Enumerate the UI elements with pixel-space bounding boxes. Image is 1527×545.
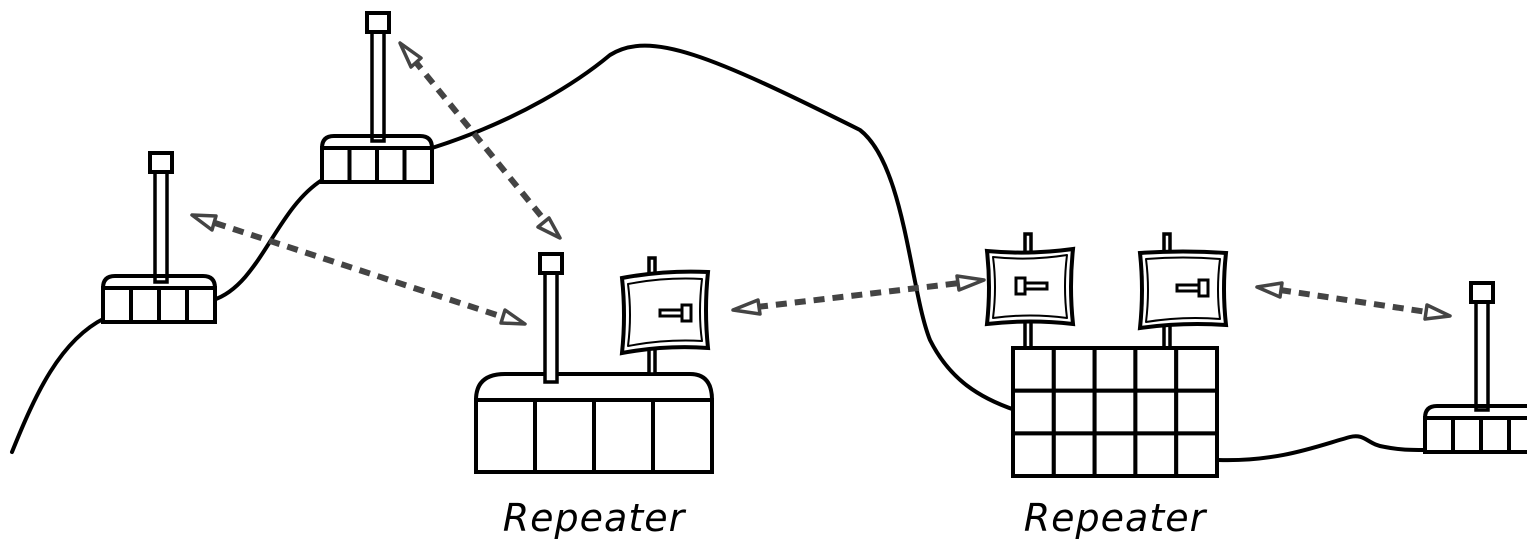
wireless-link-repeater1-repeater2 [731,274,986,316]
wireless-link-repeater2-node4 [1255,281,1452,321]
repeater-grid [1011,346,1219,478]
repeater-label-1: Repeater [502,496,686,540]
panel-antenna-icon [984,246,1076,327]
station-node-1 [101,151,217,324]
panel-antenna-icon [1137,249,1229,331]
terrain-line [10,43,1427,463]
station-node-4 [1423,281,1527,454]
wireless-link-node1-repeater1 [190,213,527,326]
repeater-label-2: Repeater [1023,496,1207,540]
repeater-station-1 [474,252,714,474]
panel-antenna-icon [619,269,711,356]
repeater-station-2 [984,232,1229,478]
station-node-2 [320,11,434,184]
wireless-link-node2-repeater1 [398,41,562,240]
